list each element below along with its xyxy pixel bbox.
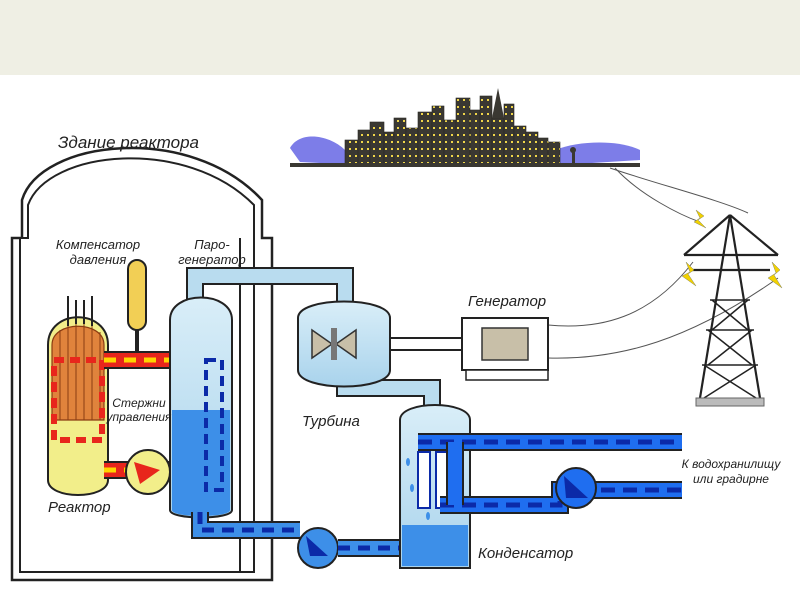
turbine-icon <box>297 300 391 388</box>
cooling-loop <box>418 433 682 514</box>
pump-icon <box>125 449 171 495</box>
steam-generator-label-line2: генератор <box>178 252 246 267</box>
generator-label: Генератор <box>468 293 547 310</box>
reservoir-label-line2: или градирне <box>693 472 769 486</box>
steam-generator-label-line1: Паро- <box>194 237 230 252</box>
reservoir-label-line1: К водохранилищу <box>681 457 781 471</box>
reactor-vessel <box>47 296 109 496</box>
pressurizer-label: Компенсатор давления <box>52 238 144 266</box>
pressurizer-label-line2: давления <box>69 252 127 267</box>
steam-generator-label: Паро- генератор <box>166 238 258 266</box>
turbine-label: Турбина <box>302 413 360 430</box>
pump-icon <box>297 527 339 569</box>
shaft <box>389 337 471 351</box>
city-skyline-icon <box>290 88 640 167</box>
top-band <box>0 0 800 75</box>
pump-icon <box>555 467 597 509</box>
condenser-label: Конденсатор <box>478 545 574 562</box>
lightning-icon <box>681 209 783 289</box>
reactor-building-label: Здание реактора <box>58 133 199 152</box>
power-tower-icon <box>683 214 779 407</box>
reactor-label: Реактор <box>48 499 111 516</box>
pressurizer-label-line1: Компенсатор <box>55 237 141 252</box>
control-rods-label: Стержни управления <box>96 397 182 423</box>
steam-generator <box>169 296 233 519</box>
power-lines <box>547 167 779 359</box>
reservoir-label: К водохранилищу или градирне <box>672 458 790 485</box>
control-rods-label-line1: Стержни <box>112 396 166 410</box>
generator <box>461 317 549 381</box>
control-rods-label-line2: управления <box>106 410 172 424</box>
